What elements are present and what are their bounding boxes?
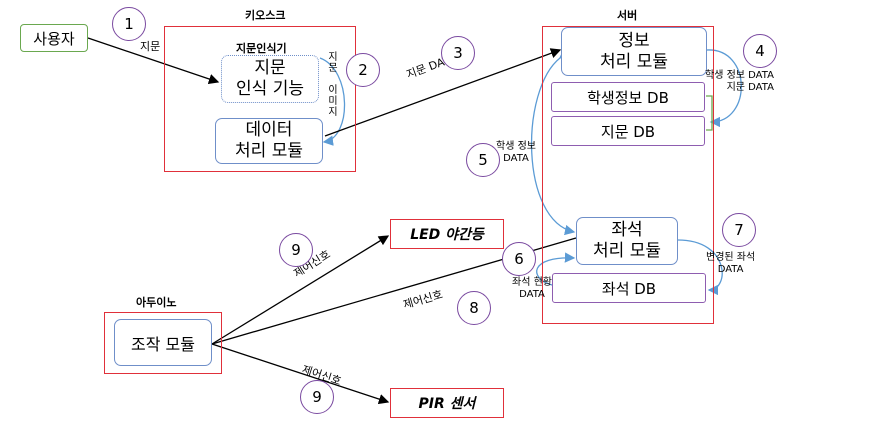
user-box: 사용자 xyxy=(20,24,88,52)
step-8-circle: 8 xyxy=(457,291,491,325)
seat-db-label: 좌석 DB xyxy=(601,279,657,298)
student-db: 학생정보 DB xyxy=(551,82,705,112)
step-9a-circle: 9 xyxy=(279,233,313,267)
label-changed-seat: 변경된 좌석 DATA xyxy=(706,252,756,275)
step-5-number: 5 xyxy=(478,151,488,169)
db-bracket xyxy=(706,95,713,131)
server-container xyxy=(542,26,714,324)
step-7-number: 7 xyxy=(734,221,744,239)
step-6-circle: 6 xyxy=(502,242,536,276)
arrow-info-db-loop xyxy=(697,45,742,128)
led-night-light-box: LED 야간등 xyxy=(390,219,504,249)
step-9a-number: 9 xyxy=(291,241,301,259)
arrow-control-to-led xyxy=(211,235,390,345)
data-processing-module: 데이터 처리 모듈 xyxy=(215,118,323,164)
user-label: 사용자 xyxy=(33,29,75,48)
step-1-number: 1 xyxy=(124,15,134,33)
step-5-circle: 5 xyxy=(466,143,500,177)
fp-recognition-label: 지문 인식 기능 xyxy=(236,58,304,99)
step-8-number: 8 xyxy=(469,299,479,317)
fp-recognition-module: 지문 인식 기능 xyxy=(221,55,319,103)
fingerprint-reader-label: 지문인식기 xyxy=(236,42,287,55)
control-module-label: 조작 모듈 xyxy=(131,334,195,354)
step-4-number: 4 xyxy=(755,42,765,60)
fingerprint-db-label: 지문 DB xyxy=(600,122,656,141)
info-processing-label: 정보 처리 모듈 xyxy=(600,30,668,72)
student-db-label: 학생정보 DB xyxy=(587,88,669,107)
arrow-db-to-seat xyxy=(536,252,576,286)
step-9b-circle: 9 xyxy=(300,380,334,414)
arrow-fp-to-data xyxy=(319,57,346,146)
step-2-number: 2 xyxy=(358,61,368,79)
seat-db: 좌석 DB xyxy=(552,273,706,303)
arrow-seat-to-db xyxy=(677,239,723,296)
step-6-number: 6 xyxy=(514,250,524,268)
kiosk-title: 키오스크 xyxy=(245,9,286,22)
step-7-circle: 7 xyxy=(722,213,756,247)
step-1-circle: 1 xyxy=(112,7,146,41)
step-2-circle: 2 xyxy=(346,53,380,87)
step-3-number: 3 xyxy=(453,44,463,62)
control-module: 조작 모듈 xyxy=(114,319,212,366)
seat-processing-module: 좌석 처리 모듈 xyxy=(576,217,678,265)
kiosk-container xyxy=(164,26,356,172)
server-title: 서버 xyxy=(617,9,638,22)
seat-processing-label: 좌석 처리 모듈 xyxy=(593,220,661,261)
step-9b-number: 9 xyxy=(312,388,322,406)
data-processing-label: 데이터 처리 모듈 xyxy=(235,120,303,161)
label-student-fp-data: 학생 정보 DATA 지문 DATA xyxy=(705,70,774,93)
info-processing-module: 정보 처리 모듈 xyxy=(561,27,707,76)
label-seat-status: 좌석 현황 DATA xyxy=(512,277,552,300)
step-4-circle: 4 xyxy=(743,34,777,68)
arduino-title: 아두이노 xyxy=(136,296,177,309)
fingerprint-db: 지문 DB xyxy=(551,116,705,146)
arrow-data-to-info xyxy=(324,48,562,137)
label-student-data: 학생 정보 DATA xyxy=(496,141,536,164)
label-fingerprint-image: 지 문 이 미 지 xyxy=(328,52,338,118)
pir-sensor-label: PIR 센서 xyxy=(418,396,476,412)
led-night-light-label: LED 야간등 xyxy=(410,227,484,243)
step-3-circle: 3 xyxy=(441,36,475,70)
arrow-user-to-fp xyxy=(87,37,220,85)
pir-sensor-box: PIR 센서 xyxy=(390,388,504,418)
label-fingerprint: 지문 xyxy=(140,40,161,53)
arduino-container xyxy=(104,312,222,374)
arrow-info-seat xyxy=(530,48,576,236)
arrow-control-to-pir xyxy=(211,343,390,405)
